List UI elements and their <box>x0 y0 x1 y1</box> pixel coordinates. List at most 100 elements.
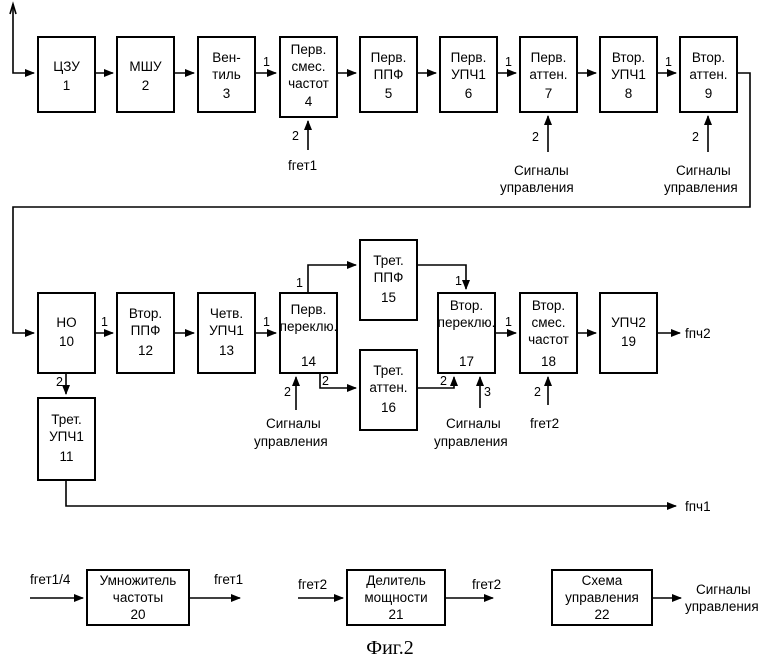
svg-text:1: 1 <box>263 315 270 329</box>
label-fret2-in: fгет2 <box>298 577 327 592</box>
svg-text:Трет.: Трет. <box>373 363 404 378</box>
svg-text:Перв.: Перв. <box>291 302 327 317</box>
svg-text:1: 1 <box>505 315 512 329</box>
block-5-number: 5 <box>385 86 393 101</box>
block-8-upch1: Втор. УПЧ1 8 <box>599 36 658 113</box>
svg-text:Вен-: Вен- <box>212 50 240 65</box>
svg-text:2: 2 <box>692 130 699 144</box>
svg-text:частот: частот <box>288 76 329 91</box>
svg-text:ППФ: ППФ <box>374 67 404 82</box>
svg-text:2: 2 <box>532 130 539 144</box>
block-6-upch1: Перв. УПЧ1 6 <box>439 36 498 113</box>
svg-text:2: 2 <box>56 375 63 389</box>
block-3-ventil: Вен- тиль 3 <box>197 36 256 113</box>
svg-text:аттен.: аттен. <box>689 67 727 82</box>
label-fret1: fгет1 <box>288 158 317 173</box>
block-16-number: 16 <box>381 400 396 415</box>
svg-text:2: 2 <box>292 129 299 143</box>
block-17-switch: Втор. переклю. 17 <box>437 292 496 374</box>
label-fret2-out: fгет2 <box>472 577 501 592</box>
block-10-number: 10 <box>59 334 74 349</box>
block-3-number: 3 <box>223 86 231 101</box>
block-4-number: 4 <box>305 94 313 109</box>
label-fret1-4: fгет1/4 <box>30 572 71 587</box>
block-12-number: 12 <box>138 343 153 358</box>
label-fret2-18: fгет2 <box>530 416 559 431</box>
svg-text:2: 2 <box>284 385 291 399</box>
svg-text:управления: управления <box>500 180 574 195</box>
svg-text:Сигналы: Сигналы <box>514 163 569 178</box>
svg-text:аттен.: аттен. <box>369 380 407 395</box>
svg-text:Втор.: Втор. <box>612 50 645 65</box>
svg-text:Сигналы: Сигналы <box>446 416 501 431</box>
block-18-number: 18 <box>541 354 556 369</box>
block-2-mshu: МШУ 2 <box>116 36 175 113</box>
svg-text:Втор.: Втор. <box>129 306 162 321</box>
block-20-number: 20 <box>130 607 145 622</box>
block-12-ppf: Втор. ППФ 12 <box>116 292 175 374</box>
svg-text:Схема: Схема <box>582 573 623 588</box>
block-8-number: 8 <box>625 86 633 101</box>
svg-text:Втор.: Втор. <box>450 298 483 313</box>
block-11-number: 11 <box>59 449 73 464</box>
block-13-number: 13 <box>219 343 234 358</box>
svg-text:Умножитель: Умножитель <box>100 573 177 588</box>
svg-text:Втор.: Втор. <box>532 298 565 313</box>
block-9-atten: Втор. аттен. 9 <box>679 36 738 113</box>
svg-text:переклю.: переклю. <box>280 319 338 334</box>
svg-text:Трет.: Трет. <box>51 412 82 427</box>
svg-text:УПЧ1: УПЧ1 <box>49 429 84 444</box>
block-1-name: ЦЗУ <box>53 59 80 74</box>
svg-text:тиль: тиль <box>212 67 241 82</box>
svg-text:1: 1 <box>263 55 270 69</box>
block-20-multiplier: Умножитель частоты 20 <box>86 569 190 626</box>
svg-text:2: 2 <box>440 374 447 388</box>
svg-text:частот: частот <box>528 332 569 347</box>
block-5-ppf: Перв. ППФ 5 <box>359 36 418 113</box>
block-11-upch1: Трет. УПЧ1 11 <box>37 397 96 481</box>
svg-text:мощности: мощности <box>364 590 427 605</box>
svg-text:управления: управления <box>434 434 508 449</box>
svg-text:ППФ: ППФ <box>374 270 404 285</box>
svg-text:Трет.: Трет. <box>373 253 404 268</box>
block-7-number: 7 <box>545 86 553 101</box>
block-14-switch: Перв. переклю. 14 <box>279 292 338 374</box>
svg-text:управления: управления <box>664 180 738 195</box>
svg-text:смес.: смес. <box>291 59 325 74</box>
label-fpch2: fпч2 <box>685 326 711 341</box>
label-fret1-out: fгет1 <box>214 572 243 587</box>
svg-text:1: 1 <box>455 274 462 288</box>
block-18-mixer: Втор. смес. частот 18 <box>519 292 578 374</box>
block-9-number: 9 <box>705 86 713 101</box>
svg-text:3: 3 <box>484 385 491 399</box>
svg-text:1: 1 <box>505 55 512 69</box>
block-22-number: 22 <box>594 607 609 622</box>
svg-text:частоты: частоты <box>113 590 163 605</box>
svg-text:Четв.: Четв. <box>210 306 243 321</box>
svg-text:2: 2 <box>534 385 541 399</box>
block-19-number: 19 <box>621 334 636 349</box>
block-21-divider: Делитель мощности 21 <box>346 569 446 626</box>
svg-text:управления: управления <box>254 434 328 449</box>
block-4-mixer: Перв. смес. частот 4 <box>279 36 338 118</box>
svg-text:Делитель: Делитель <box>366 573 426 588</box>
wire-15-17 <box>417 264 470 290</box>
svg-text:Перв.: Перв. <box>371 50 407 65</box>
svg-text:УПЧ1: УПЧ1 <box>611 67 646 82</box>
block-1-czu: ЦЗУ 1 <box>37 36 96 113</box>
svg-text:ППФ: ППФ <box>131 323 161 338</box>
wire-14-15 <box>307 261 357 293</box>
block-7-atten: Перв. аттен. 7 <box>519 36 578 113</box>
antenna-icon <box>9 1 35 77</box>
figure-caption: Фиг.2 <box>366 637 413 659</box>
block-19-upch2: УПЧ2 19 <box>599 292 658 374</box>
wire-11-out <box>65 480 677 510</box>
svg-text:1: 1 <box>296 276 303 290</box>
block-10-name: НО <box>56 315 76 330</box>
svg-text:УПЧ2: УПЧ2 <box>611 315 646 330</box>
block-14-number: 14 <box>301 354 317 369</box>
block-6-number: 6 <box>465 86 473 101</box>
svg-text:Сигналы: Сигналы <box>696 582 751 597</box>
